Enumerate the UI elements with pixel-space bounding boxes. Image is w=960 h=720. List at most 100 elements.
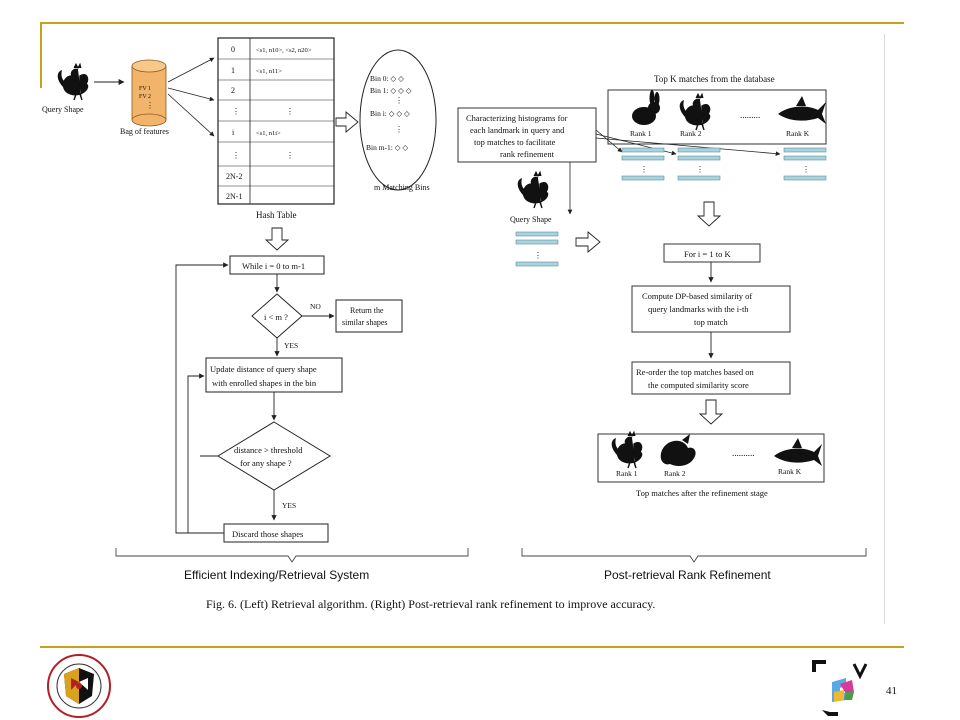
query-shape-label-left: Query Shape	[42, 105, 84, 114]
page-number: 41	[886, 685, 897, 697]
footer-rule	[40, 646, 904, 648]
hash-rows: 0 <s1, n10>, <s2, n20> 1 <s1, n11> 2 ⋮ ⋮…	[226, 45, 312, 201]
lab-logo-mark	[812, 660, 868, 716]
threshold-text-2: for any shape ?	[240, 458, 292, 468]
svg-text:⋮: ⋮	[696, 165, 704, 174]
left-section-label: Efficient Indexing/Retrieval System	[184, 568, 370, 582]
bin-row: Bin m-1: ◇ ◇	[366, 143, 409, 152]
bin-row: Bin 0: ◇ ◇	[370, 74, 405, 83]
discard-text: Discard those shapes	[232, 529, 303, 539]
hash-table-label: Hash Table	[256, 210, 296, 220]
after-rankk: Rank K	[778, 467, 802, 476]
bin-row: Bin 1: ◇ ◇ ◇	[370, 86, 413, 95]
for-box	[663, 243, 761, 263]
bag-of-features-icon	[131, 59, 167, 127]
update-text-1: Update distance of query shape	[210, 364, 317, 374]
after-title: Top matches after the refinement stage	[636, 488, 768, 498]
compute-text: query landmarks with the i-th	[648, 304, 749, 314]
hollow-arrow-down-right-1	[696, 201, 722, 227]
return-text-1: Return the	[350, 306, 384, 315]
threshold-diamond	[217, 421, 331, 491]
while-text: While i = 0 to m-1	[242, 261, 305, 271]
bins-label: m Matching Bins	[374, 183, 430, 192]
compute-box	[631, 285, 791, 333]
histogram-bars-rankk	[783, 147, 827, 181]
rankk-label: Rank K	[786, 129, 810, 138]
update-text-2: with enrolled shapes in the bin	[212, 378, 317, 388]
for-text: For i = 1 to K	[684, 249, 731, 259]
rank1-label: Rank 1	[630, 129, 652, 138]
hash-row-val: <s1, n1i>	[256, 130, 281, 137]
hollow-arrow-down-left	[264, 227, 290, 251]
hash-row-idx: 2N-2	[226, 172, 242, 181]
header-accent-bar	[40, 24, 42, 88]
right-section-label: Post-retrieval Rank Refinement	[604, 568, 771, 582]
svg-text:⋮: ⋮	[146, 101, 154, 110]
compute-text: Compute DP-based similarity of	[642, 291, 752, 301]
figure-diagram: Query Shape FV 1 FV 2 ⋮ Bag of features …	[42, 37, 867, 611]
header-rule	[40, 22, 904, 24]
right-bracket	[521, 548, 867, 563]
loop-line-outer	[175, 262, 229, 534]
histogram-bars-rank2	[677, 147, 721, 181]
hash-row-val: ⋮	[286, 107, 294, 116]
threshold-text-1: distance > threshold	[234, 445, 303, 455]
hash-row-idx: ⋮	[232, 107, 240, 116]
hash-row-idx: 2N-1	[226, 192, 242, 201]
hash-row-val: ⋮	[286, 151, 294, 160]
after-rank1: Rank 1	[616, 469, 638, 478]
hash-row-val: <s1, n11>	[256, 68, 282, 75]
histogram-bars-query	[515, 231, 559, 267]
yes-label-2: YES	[282, 501, 296, 510]
svg-text:⋮: ⋮	[534, 251, 542, 260]
characterizing-box	[457, 107, 597, 163]
university-seal-logo	[47, 654, 111, 718]
reorder-text: Re-order the top matches based on	[636, 367, 755, 377]
hollow-arrow-down-right-2	[698, 399, 724, 425]
reorder-text: the computed similarity score	[648, 380, 749, 390]
histogram-bars-rank1	[621, 147, 665, 181]
query-shape-label-right: Query Shape	[510, 215, 552, 224]
hash-table	[217, 37, 335, 205]
hash-row-idx: ⋮	[232, 151, 240, 160]
loop-line-discard	[187, 373, 224, 534]
dots-top: .........	[740, 110, 760, 120]
return-text-2: similar shapes	[342, 318, 388, 327]
svg-text:⋮: ⋮	[395, 125, 403, 134]
hash-row-idx: i	[232, 128, 235, 137]
query-rooster-left	[57, 63, 89, 101]
rank2-label: Rank 2	[680, 129, 702, 138]
figure-right-edge	[884, 34, 885, 624]
bag-fv2: FV 2	[139, 94, 151, 100]
hash-row-idx: 2	[231, 86, 235, 95]
svg-text:⋮: ⋮	[395, 96, 403, 105]
matching-bins-ellipse	[359, 49, 437, 191]
char-text: rank refinement	[500, 149, 555, 159]
return-box	[335, 299, 403, 333]
svg-text:⋮: ⋮	[640, 165, 648, 174]
bag-label: Bag of features	[120, 127, 169, 136]
top-k-title: Top K matches from the database	[654, 74, 775, 84]
hash-row-idx: 0	[231, 45, 235, 54]
bin-row: Bin i: ◇ ◇ ◇	[370, 109, 411, 118]
hollow-arrow-right	[575, 231, 601, 253]
left-bracket	[115, 548, 469, 563]
svg-text:⋮: ⋮	[802, 165, 810, 174]
bag-fv1: FV 1	[139, 86, 151, 92]
condition-text: i < m ?	[264, 312, 288, 322]
after-dots: ..........	[732, 448, 755, 458]
char-text: top matches to facilitate	[474, 137, 556, 147]
query-rooster-right	[517, 171, 549, 209]
figure-caption: Fig. 6. (Left) Retrieval algorithm. (Rig…	[206, 597, 655, 611]
after-bird-shape	[660, 434, 696, 466]
yes-label: YES	[284, 341, 298, 350]
compute-text: top match	[694, 317, 729, 327]
char-text: Characterizing histograms for	[466, 113, 568, 123]
hash-row-idx: 1	[231, 66, 235, 75]
reorder-box	[631, 361, 791, 395]
after-rank2: Rank 2	[664, 469, 686, 478]
update-box	[205, 357, 343, 393]
hollow-arrow-to-bins	[335, 111, 359, 133]
hash-row-val: <s1, n10>, <s2, n20>	[256, 47, 312, 54]
char-text: each landmark in query and	[470, 125, 565, 135]
